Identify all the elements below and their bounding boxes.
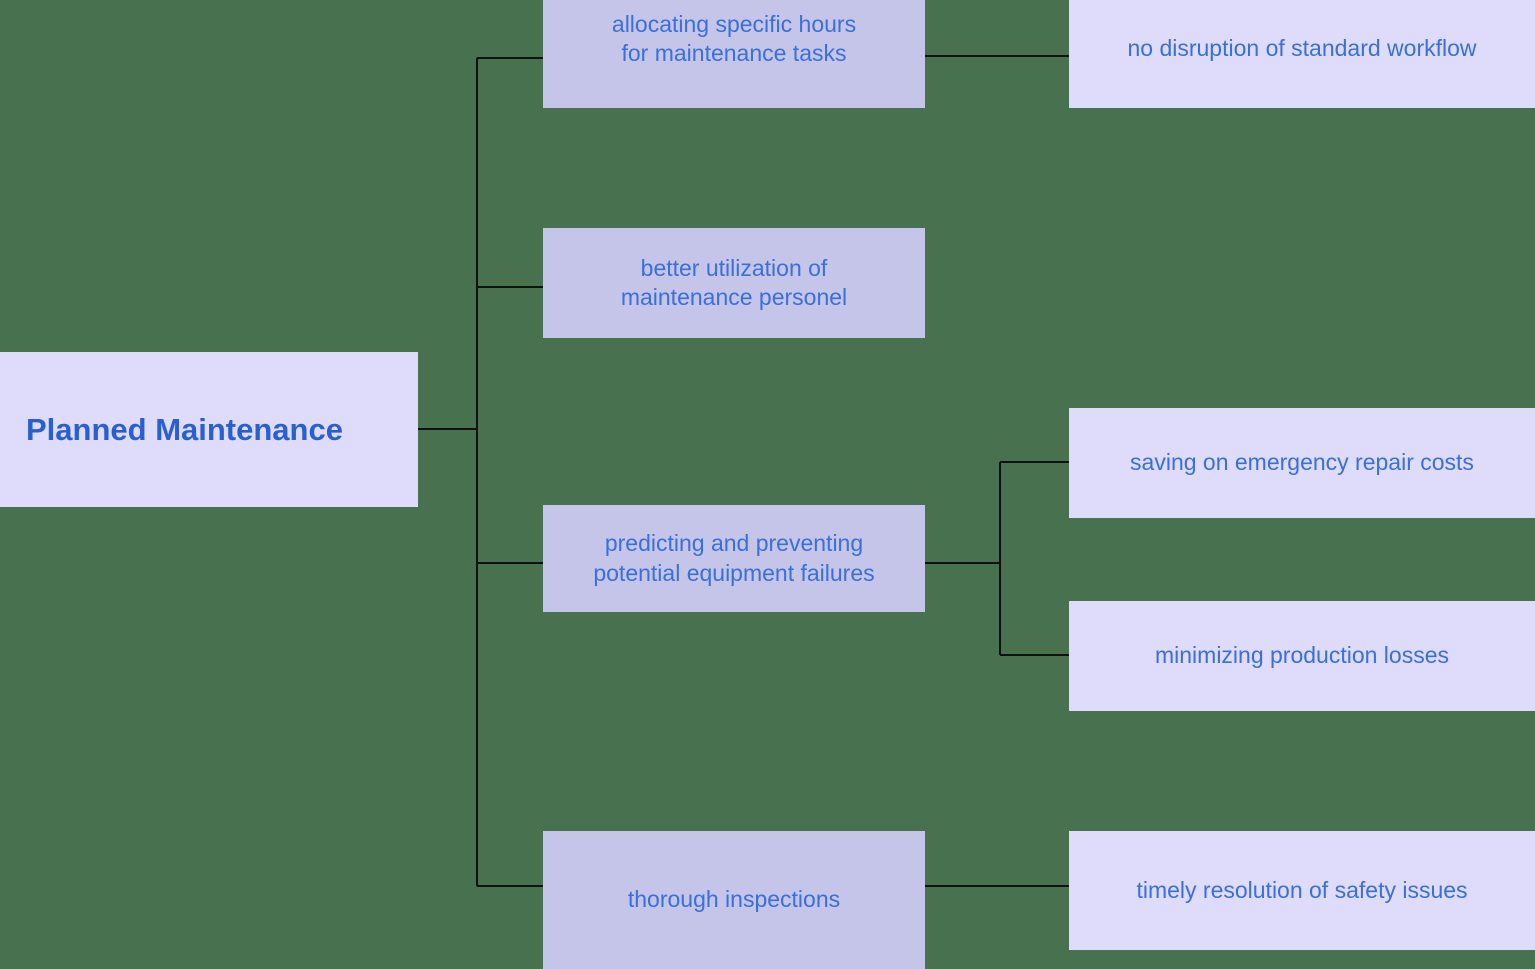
- node-predicting-preventing-failures[interactable]: predicting and preventing potential equi…: [543, 505, 925, 612]
- node-timely-resolution-safety-issues[interactable]: timely resolution of safety issues: [1069, 831, 1535, 950]
- node-allocating-specific-hours[interactable]: allocating specific hours for maintenanc…: [543, 0, 925, 108]
- node-minimizing-production-losses[interactable]: minimizing production losses: [1069, 601, 1535, 711]
- node-no-disruption-workflow[interactable]: no disruption of standard workflow: [1069, 0, 1535, 108]
- node-root-planned-maintenance[interactable]: Planned Maintenance: [0, 352, 418, 507]
- node-saving-emergency-repair-costs[interactable]: saving on emergency repair costs: [1069, 408, 1535, 518]
- node-better-utilization[interactable]: better utilization of maintenance person…: [543, 228, 925, 338]
- node-thorough-inspections[interactable]: thorough inspections: [543, 831, 925, 969]
